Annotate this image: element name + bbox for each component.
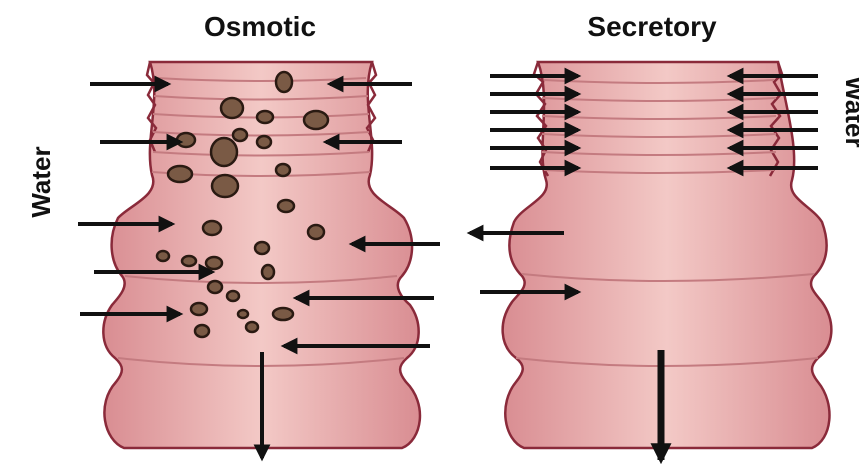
solute-particle bbox=[255, 242, 269, 254]
solute-particle bbox=[233, 129, 247, 141]
solute-particle bbox=[168, 166, 192, 182]
osmotic-panel: Osmotic bbox=[26, 11, 440, 458]
solute-particle bbox=[257, 136, 271, 148]
solute-particle bbox=[208, 281, 222, 293]
solute-particle bbox=[273, 308, 293, 320]
panel-title-secretory: Secretory bbox=[587, 11, 717, 42]
solute-particle bbox=[238, 310, 248, 318]
solute-particle bbox=[182, 256, 196, 266]
side-label-water-left: Water bbox=[26, 146, 56, 217]
solute-particle bbox=[308, 225, 324, 239]
secretory-panel: Secretory bbox=[470, 11, 859, 460]
solute-particle bbox=[257, 111, 273, 123]
solute-particle bbox=[304, 111, 328, 129]
solute-particle bbox=[211, 138, 237, 166]
solute-particle bbox=[278, 200, 294, 212]
solute-particle bbox=[227, 291, 239, 301]
solute-particle bbox=[212, 175, 238, 197]
solute-particle bbox=[203, 221, 221, 235]
solute-particle bbox=[262, 265, 274, 279]
solute-particle bbox=[246, 322, 258, 332]
panel-title-osmotic: Osmotic bbox=[204, 11, 316, 42]
solute-particle bbox=[206, 257, 222, 269]
solute-particle bbox=[191, 303, 207, 315]
solute-particle bbox=[276, 72, 292, 92]
side-label-water-right: Water bbox=[840, 76, 859, 147]
solute-particle bbox=[276, 164, 290, 176]
solute-particle bbox=[221, 98, 243, 118]
solute-particle bbox=[195, 325, 209, 337]
solute-particle bbox=[157, 251, 169, 261]
